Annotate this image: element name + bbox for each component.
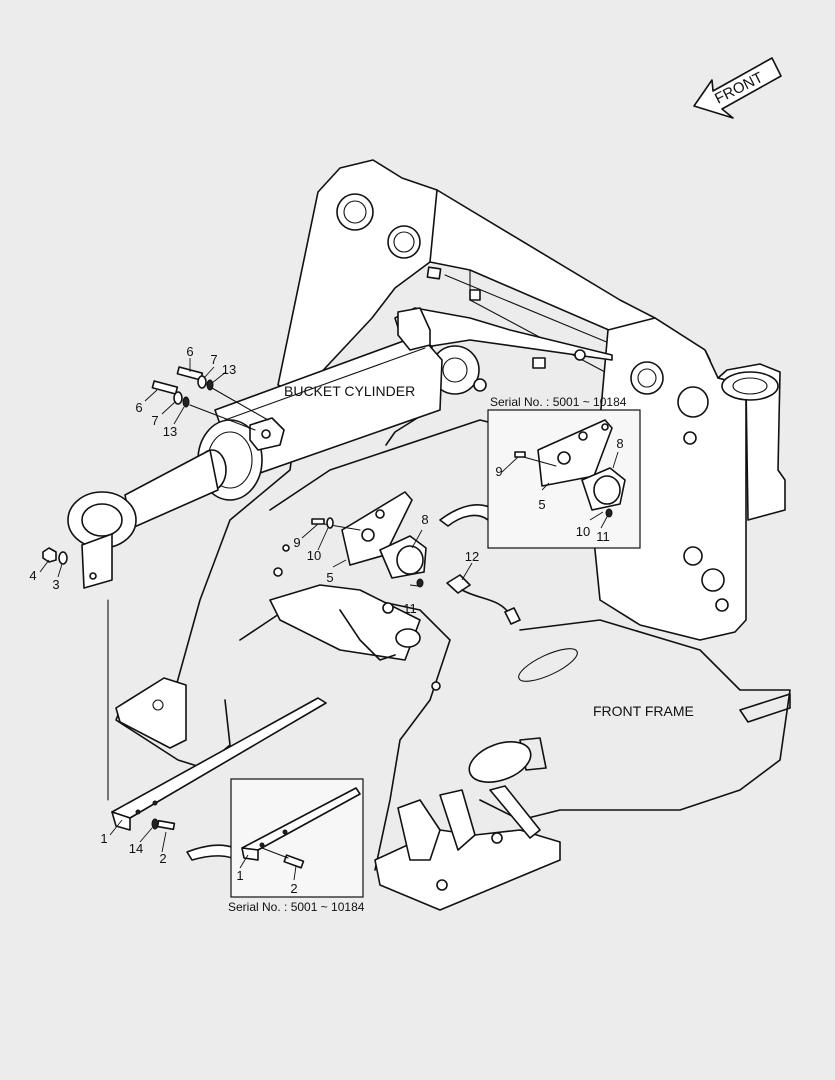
callout-10: 10 xyxy=(307,548,321,563)
main-callouts: 1 2 3 4 5 6 6 7 7 8 9 10 11 12 13 13 14 xyxy=(29,344,479,866)
callout-9-inset: 9 xyxy=(495,464,502,479)
callout-8: 8 xyxy=(421,512,428,527)
callout-11: 11 xyxy=(403,601,417,616)
callout-11-inset: 11 xyxy=(596,529,610,544)
callout-10-inset: 10 xyxy=(576,524,590,539)
callout-5-inset: 5 xyxy=(538,497,545,512)
bucket-cylinder xyxy=(67,307,443,549)
callout-14: 14 xyxy=(129,841,143,856)
callout-8-inset: 8 xyxy=(616,436,623,451)
callout-4: 4 xyxy=(29,568,36,583)
inset-top-pointer xyxy=(439,504,496,527)
callout-12: 12 xyxy=(465,549,479,564)
switch-mounting-assembly xyxy=(311,491,521,625)
callout-1-inset: 1 xyxy=(236,868,243,883)
callout-1: 1 xyxy=(100,831,107,846)
bolt-washer-set xyxy=(151,366,269,431)
callout-5: 5 xyxy=(326,570,333,585)
inset-bottom-serial: Serial No. : 5001 ~ 10184 xyxy=(228,900,365,914)
callout-2: 2 xyxy=(159,851,166,866)
lower-support-rail xyxy=(107,599,327,831)
front-direction-arrow: FRONT xyxy=(693,57,782,119)
callout-6-lower: 6 xyxy=(135,400,142,415)
callout-3: 3 xyxy=(52,577,59,592)
callout-2-inset: 2 xyxy=(290,881,297,896)
inset-bottom: Serial No. : 5001 ~ 10184 1 2 xyxy=(228,778,365,914)
main-callout-leaders xyxy=(39,358,473,853)
callout-13-upper: 13 xyxy=(222,362,236,377)
callout-13-lower: 13 xyxy=(163,424,177,439)
callout-6-upper: 6 xyxy=(186,344,193,359)
inset-top-serial: Serial No. : 5001 ~ 10184 xyxy=(490,395,627,409)
inset-bottom-pointer xyxy=(186,844,236,861)
front-frame-label: FRONT FRAME xyxy=(593,703,694,719)
cylinder-foot-bracket xyxy=(42,533,113,589)
front-frame xyxy=(115,159,791,911)
callout-9: 9 xyxy=(293,535,300,550)
inset-top: Serial No. : 5001 ~ 10184 9 5 8 10 11 xyxy=(487,395,641,549)
bucket-cylinder-label: BUCKET CYLINDER xyxy=(284,383,415,399)
callout-7-upper: 7 xyxy=(210,352,217,367)
callout-7-lower: 7 xyxy=(151,413,158,428)
